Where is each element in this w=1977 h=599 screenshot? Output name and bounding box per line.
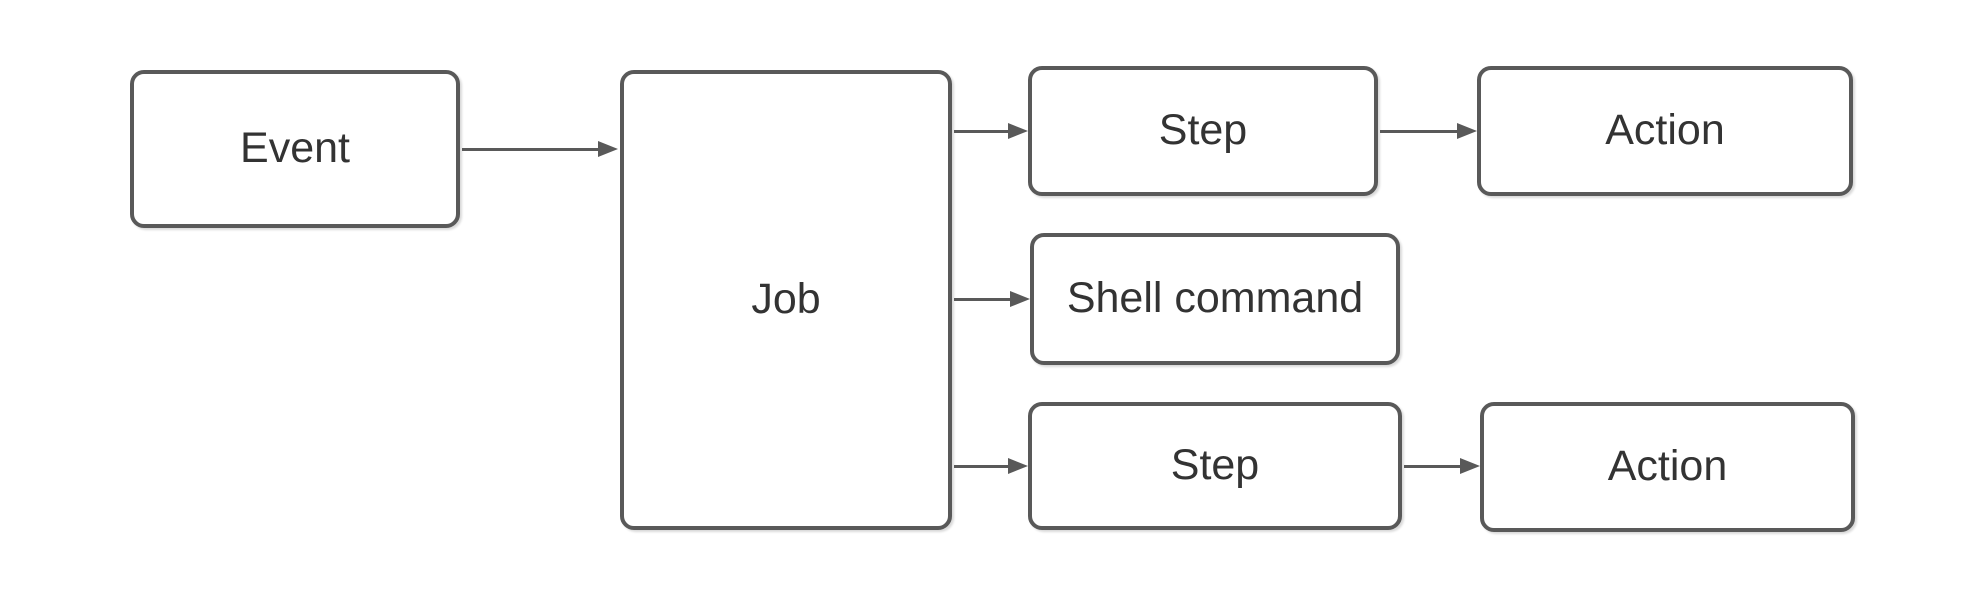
connector-line bbox=[1404, 464, 1460, 468]
node-action-top[interactable]: Action bbox=[1477, 66, 1853, 196]
connector-line bbox=[1380, 129, 1457, 133]
connector-job-to-shell-command[interactable] bbox=[954, 290, 1030, 308]
node-job[interactable]: Job bbox=[620, 70, 952, 530]
connector-step-bottom-to-action-bottom[interactable] bbox=[1404, 457, 1480, 475]
node-action-bottom[interactable]: Action bbox=[1480, 402, 1855, 532]
connector-step-top-to-action-top[interactable] bbox=[1380, 122, 1477, 140]
arrowhead-icon bbox=[598, 141, 618, 157]
arrowhead-icon bbox=[1460, 458, 1480, 474]
connector-line bbox=[462, 147, 598, 151]
node-step-top-label: Step bbox=[1158, 106, 1248, 155]
node-action-bottom-label: Action bbox=[1607, 442, 1728, 491]
arrowhead-icon bbox=[1008, 123, 1028, 139]
node-step-top[interactable]: Step bbox=[1028, 66, 1378, 196]
connector-line bbox=[954, 464, 1008, 468]
arrowhead-icon bbox=[1010, 291, 1030, 307]
node-action-top-label: Action bbox=[1605, 106, 1725, 155]
node-event-label: Event bbox=[240, 124, 350, 173]
node-shell-command[interactable]: Shell command bbox=[1030, 233, 1400, 365]
connector-line bbox=[954, 297, 1010, 301]
node-step-bottom[interactable]: Step bbox=[1028, 402, 1402, 530]
connector-event-to-job[interactable] bbox=[462, 140, 618, 158]
node-shell-command-label: Shell command bbox=[1066, 274, 1364, 323]
arrowhead-icon bbox=[1008, 458, 1028, 474]
connector-job-to-step-top[interactable] bbox=[954, 122, 1028, 140]
node-job-label: Job bbox=[751, 275, 821, 324]
arrowhead-icon bbox=[1457, 123, 1477, 139]
node-step-bottom-label: Step bbox=[1170, 441, 1260, 490]
node-event[interactable]: Event bbox=[130, 70, 460, 228]
connector-job-to-step-bottom[interactable] bbox=[954, 457, 1028, 475]
connector-line bbox=[954, 129, 1008, 133]
